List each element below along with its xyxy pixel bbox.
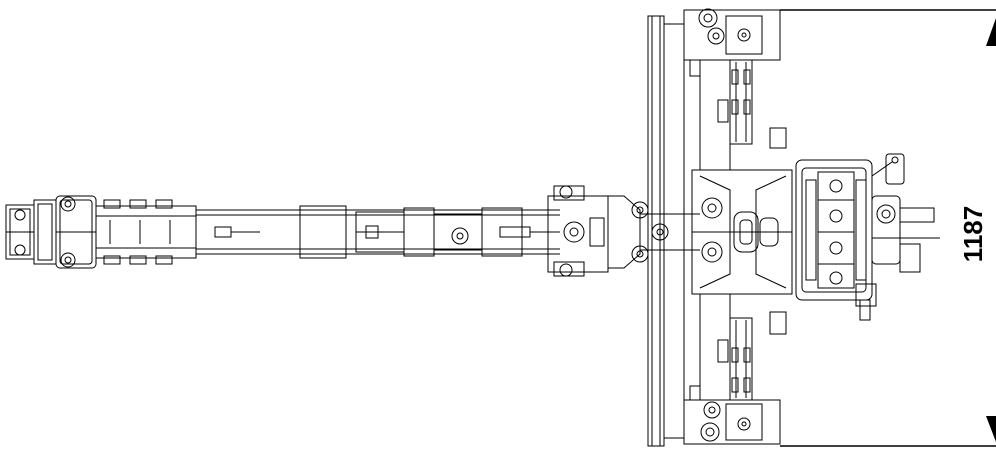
top-carriage bbox=[683, 8, 787, 171]
dimension-label: 1187 bbox=[958, 206, 988, 262]
dimension-annotation: 1187 bbox=[780, 9, 996, 447]
bottom-carriage bbox=[683, 293, 787, 445]
drive-unit bbox=[795, 153, 940, 321]
elbow-joint bbox=[547, 185, 641, 277]
upper-arm bbox=[631, 201, 700, 263]
forearm bbox=[196, 205, 560, 259]
dimension-arrow-top bbox=[986, 18, 996, 46]
dimension-arrow-bottom bbox=[986, 416, 996, 442]
shoulder-housing bbox=[691, 169, 793, 295]
cross-rail bbox=[647, 15, 685, 447]
wrist-assembly bbox=[5, 195, 197, 269]
